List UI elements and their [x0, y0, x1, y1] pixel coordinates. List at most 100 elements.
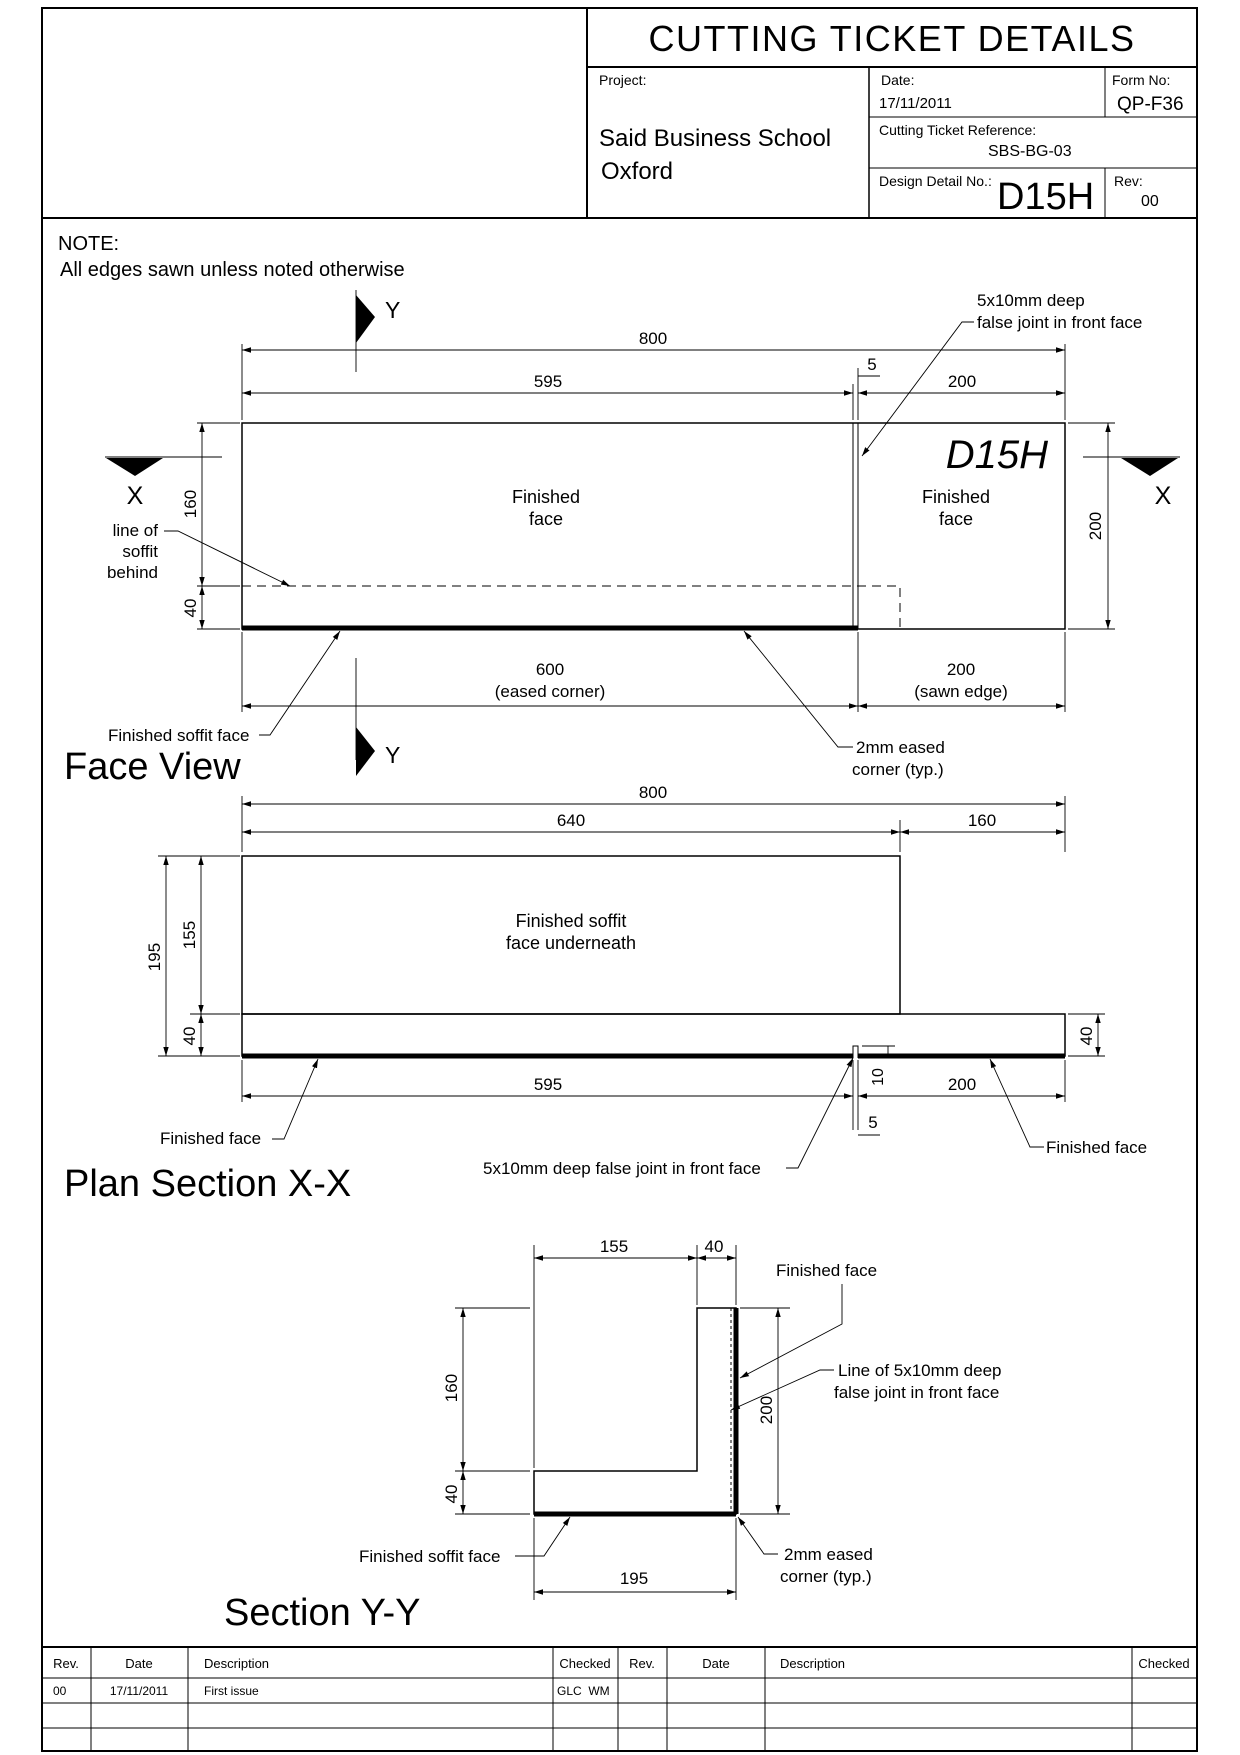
dim-text: 10 — [870, 1068, 887, 1086]
label-finished-face: face — [529, 509, 563, 529]
section-marker-y — [356, 727, 375, 776]
section-marker-x — [1121, 458, 1178, 476]
dim-text: 195 — [620, 1569, 648, 1588]
soffit-hidden-line — [242, 585, 901, 629]
dim-text: 200 — [948, 1075, 976, 1094]
leader-line — [861, 321, 974, 457]
dim-text: 5 — [867, 355, 876, 374]
table-header: Rev. — [53, 1656, 79, 1671]
rev-label: Rev: — [1114, 173, 1143, 189]
date-value: 17/11/2011 — [879, 95, 952, 112]
label-eased-corner: 2mm eased — [856, 738, 945, 757]
dim-text: (sawn edge) — [914, 682, 1008, 701]
label-finished-face: Finished — [512, 487, 580, 507]
leader-line — [259, 630, 341, 736]
dim-text: 155 — [180, 921, 199, 949]
label-soffit-behind: behind — [107, 563, 158, 582]
l-profile — [533, 1307, 737, 1515]
section-label: Y — [385, 742, 400, 768]
label-false-joint: false joint in front face — [977, 313, 1142, 332]
section-label: X — [127, 482, 144, 510]
leader-line — [739, 1284, 843, 1379]
project-name: Said Business School — [599, 125, 831, 152]
date-label: Date: — [881, 72, 914, 88]
dim-text: 640 — [557, 811, 585, 830]
view-title: Plan Section X-X — [64, 1163, 351, 1205]
leader-line — [743, 630, 853, 748]
table-header: Rev. — [629, 1656, 655, 1671]
label-finished-face: face — [939, 509, 973, 529]
form-label: Form No: — [1112, 72, 1170, 88]
dim-text: 800 — [639, 783, 667, 802]
section-yy: 155 40 160 40 200 195 Finished face Line… — [224, 1237, 1002, 1634]
label-soffit-underneath: face underneath — [506, 933, 636, 953]
label-eased-corner: corner (typ.) — [780, 1567, 872, 1586]
dim-text: 200 — [757, 1396, 776, 1424]
dim-text: 200 — [947, 660, 975, 679]
dim-text: 160 — [181, 490, 200, 518]
dim-text: 160 — [442, 1374, 461, 1402]
table-cell: GLC WM — [557, 1684, 610, 1698]
ref-value: SBS-BG-03 — [988, 143, 1072, 160]
detail-value: D15H — [997, 176, 1094, 218]
dim-text: 40 — [1077, 1027, 1096, 1046]
project-label: Project: — [599, 72, 646, 88]
leader-line — [786, 1057, 854, 1169]
view-title: Face View — [64, 746, 241, 788]
dim-text: 5 — [868, 1113, 877, 1132]
ref-label: Cutting Ticket Reference: — [879, 122, 1036, 138]
plan-hatched-section — [241, 1013, 1066, 1057]
leader-line — [164, 530, 291, 587]
label-false-joint: 5x10mm deep — [977, 291, 1085, 310]
panel-mark: D15H — [946, 433, 1048, 477]
dim-text: 40 — [181, 599, 200, 618]
rev-value: 00 — [1141, 193, 1159, 210]
table-cell: 00 — [53, 1684, 67, 1698]
leader-line — [272, 1058, 319, 1140]
sheet-title: CUTTING TICKET DETAILS — [648, 18, 1135, 59]
note-text: All edges sawn unless noted otherwise — [60, 259, 405, 281]
dim-text: (eased corner) — [495, 682, 606, 701]
section-label: X — [1155, 482, 1172, 510]
table-header: Date — [702, 1656, 729, 1671]
sheet-border — [41, 7, 1198, 1752]
section-marker-y — [356, 295, 375, 343]
table-header: Checked — [559, 1656, 610, 1671]
label-false-joint: false joint in front face — [834, 1383, 999, 1402]
leader-line — [737, 1516, 778, 1555]
leader-line — [515, 1516, 571, 1557]
form-value: QP-F36 — [1117, 94, 1184, 115]
section-marker-x — [106, 458, 163, 476]
label-finished-face: Finished face — [160, 1129, 261, 1148]
title-block: CUTTING TICKET DETAILS Project: Said Bus… — [42, 8, 1197, 219]
detail-label: Design Detail No.: — [879, 173, 992, 189]
section-label: Y — [385, 297, 400, 323]
table-cell: 17/11/2011 — [110, 1684, 169, 1698]
dim-text: 200 — [948, 372, 976, 391]
table-header: Date — [125, 1656, 152, 1671]
face-view: D15H Finished face Finished face 800 595… — [64, 290, 1180, 788]
dim-text: 40 — [705, 1237, 724, 1256]
label-false-joint: Line of 5x10mm deep — [838, 1361, 1002, 1380]
leader-line — [730, 1369, 834, 1411]
label-false-joint: 5x10mm deep false joint in front face — [483, 1159, 761, 1178]
label-soffit-behind: line of — [113, 521, 159, 540]
label-eased-corner: corner (typ.) — [852, 760, 944, 779]
dim-text: 40 — [442, 1485, 461, 1504]
note-heading: NOTE: — [58, 233, 119, 255]
dim-text: 200 — [1086, 512, 1105, 540]
dim-text: 800 — [639, 329, 667, 348]
table-header: Checked — [1138, 1656, 1189, 1671]
table-header: Description — [204, 1656, 269, 1671]
label-finished-face: Finished face — [1046, 1138, 1147, 1157]
label-eased-corner: 2mm eased — [784, 1545, 873, 1564]
dim-text: 40 — [180, 1027, 199, 1046]
table-header: Description — [780, 1656, 845, 1671]
label-finished-face: Finished — [922, 487, 990, 507]
view-title: Section Y-Y — [224, 1592, 420, 1634]
label-soffit-underneath: Finished soffit — [516, 911, 627, 931]
label-finished-face: Finished face — [776, 1261, 877, 1280]
false-joint-notch — [852, 1045, 859, 1058]
revision-table: Rev. Date Description Checked Rev. Date … — [42, 1646, 1197, 1751]
